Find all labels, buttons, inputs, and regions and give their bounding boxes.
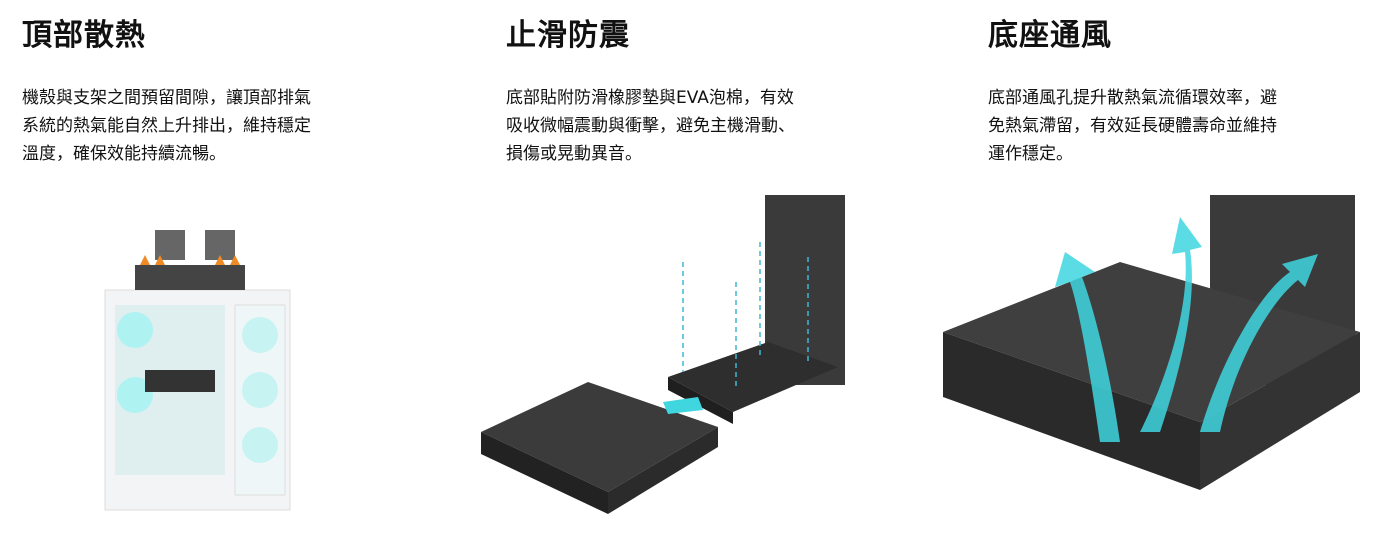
description-line: 系統的熱氣能自然上升排出，維持穩定: [22, 116, 311, 136]
feature-description: 底部貼附防滑橡膠墊與EVA泡棉，有效 吸收微幅震動與衝擊，避免主機滑動、 損傷或…: [506, 84, 795, 168]
feature-title: 止滑防震: [506, 18, 630, 53]
feature-title: 頂部散熱: [22, 18, 146, 53]
pc-case-image: [104, 230, 291, 511]
description-line: 溫度，確保效能持續流暢。: [22, 144, 226, 164]
feature-description: 機殼與支架之間預留間隙，讓頂部排氣 系統的熱氣能自然上升排出，維持穩定 溫度，確…: [22, 84, 311, 168]
feature-title: 底座通風: [988, 18, 1112, 53]
stand-airflow-image: [943, 195, 1360, 490]
stand-exploded-image: [481, 195, 845, 514]
description-line: 損傷或晃動異音。: [506, 144, 642, 164]
description-line: 吸收微幅震動與衝擊，避免主機滑動、: [506, 116, 795, 136]
description-line: 機殼與支架之間預留間隙，讓頂部排氣: [22, 88, 311, 108]
description-line: 底部通風孔提升散熱氣流循環效率，避: [988, 88, 1277, 108]
description-line: 免熱氣滯留，有效延長硬體壽命並維持: [988, 116, 1277, 136]
feature-description: 底部通風孔提升散熱氣流循環效率，避 免熱氣滯留，有效延長硬體壽命並維持 運作穩定…: [988, 84, 1277, 168]
description-line: 底部貼附防滑橡膠墊與EVA泡棉，有效: [506, 88, 794, 108]
description-line: 運作穩定。: [988, 144, 1073, 164]
